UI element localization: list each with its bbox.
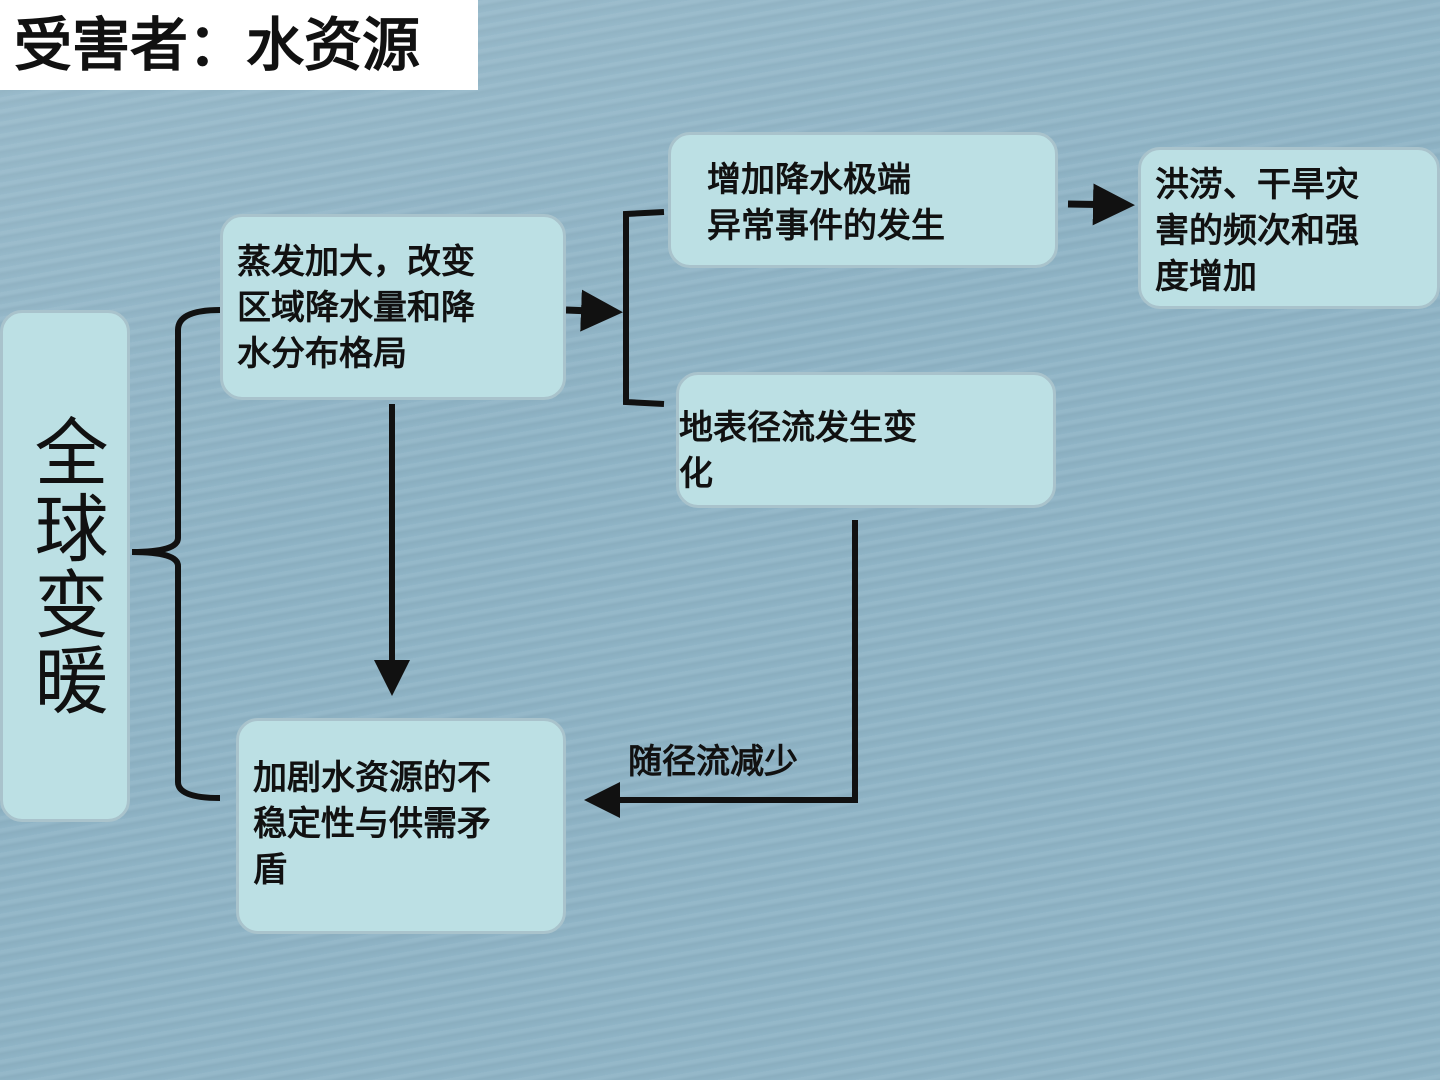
node-extreme-events-label: 增加降水极端 异常事件的发生: [707, 160, 945, 246]
brace-root: [131, 307, 221, 801]
page-title: 受害者：水资源: [0, 0, 478, 90]
arrow-runoff-to-water: [584, 520, 858, 818]
brace-branch: [623, 209, 665, 407]
node-disasters-label: 洪涝、干旱灾 害的频次和强 度增加: [1155, 165, 1359, 297]
node-global-warming: 全球变暖: [0, 310, 130, 822]
arrow-evap-to-branch: [565, 289, 623, 332]
node-disasters: 洪涝、干旱灾 害的频次和强 度增加: [1138, 147, 1440, 309]
node-water-supply-label: 加剧水资源的不 稳定性与供需矛 盾: [253, 758, 491, 890]
node-extreme-events: 增加降水极端 异常事件的发生: [668, 132, 1058, 268]
node-evaporation-label: 蒸发加大，改变 区域降水量和降 水分布格局: [237, 242, 475, 374]
arrow-extreme-to-disaster: [1067, 183, 1135, 226]
node-global-warming-label: 全球变暖: [22, 414, 108, 718]
node-water-supply: 加剧水资源的不 稳定性与供需矛 盾: [236, 718, 566, 934]
edge-label-runoff-decrease: 随径流减少: [628, 742, 798, 782]
node-runoff-label: 地表径流发生变 化: [679, 408, 917, 494]
node-runoff: 地表径流发生变 化: [676, 372, 1056, 508]
node-evaporation: 蒸发加大，改变 区域降水量和降 水分布格局: [220, 214, 566, 400]
